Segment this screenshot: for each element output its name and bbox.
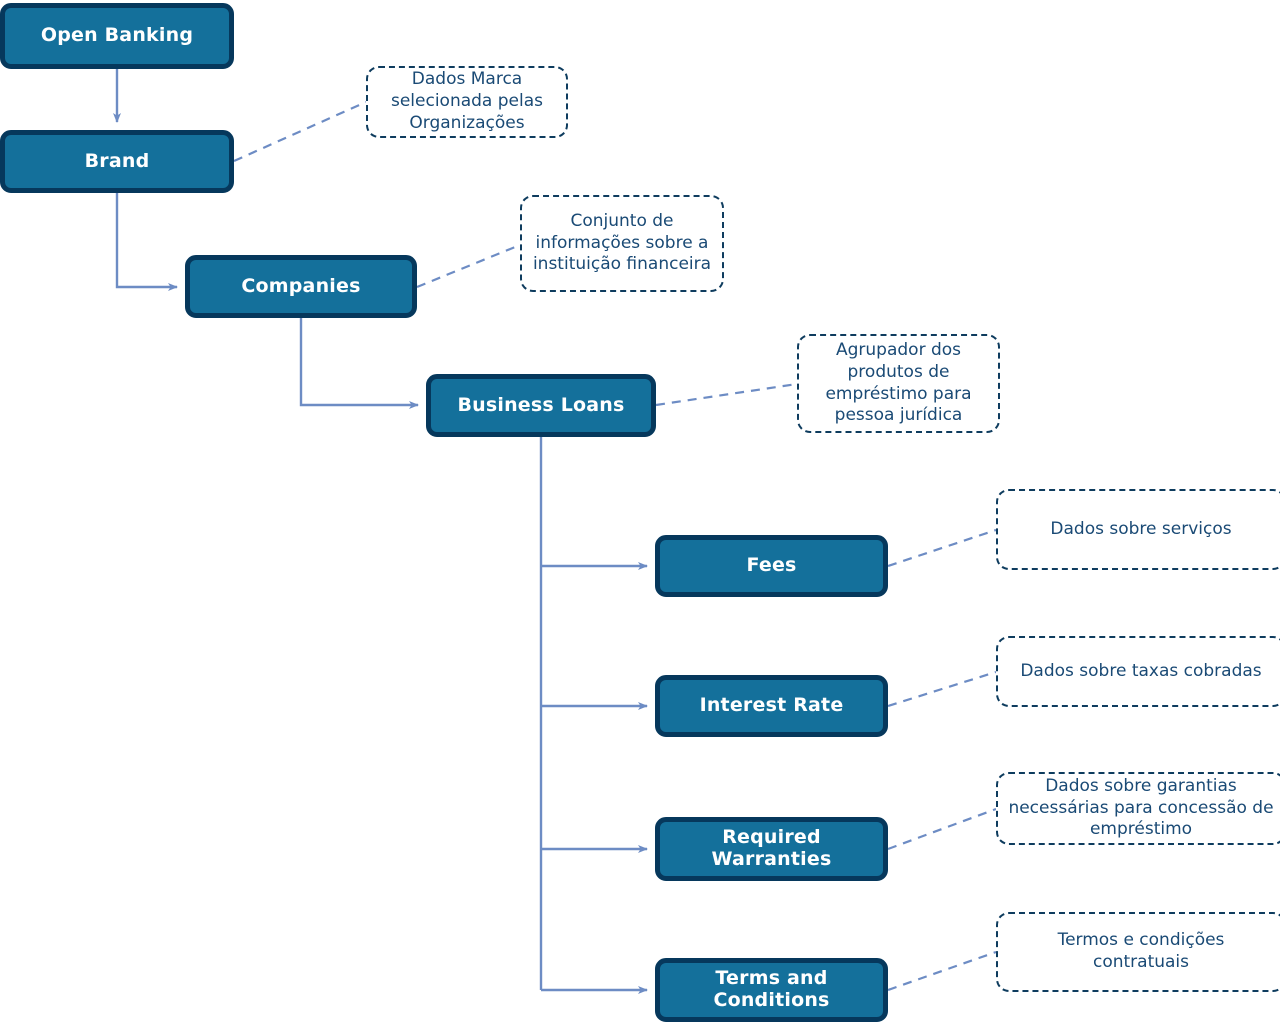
node-label: Fees bbox=[746, 554, 797, 577]
edge-companies-business-loans bbox=[299, 318, 419, 409]
node-label: Companies bbox=[241, 274, 361, 297]
node-label: Business Loans bbox=[457, 393, 625, 416]
node-interest-rate[interactable]: Interest Rate bbox=[655, 675, 888, 737]
edge-brand-note bbox=[233, 100, 367, 163]
node-label: Required Warranties bbox=[711, 826, 832, 870]
edge-brand-companies bbox=[115, 193, 178, 291]
callout-label: Dados sobre garantias necessárias para c… bbox=[1008, 775, 1274, 840]
edge-required-warranties-note bbox=[887, 807, 997, 851]
node-label: Interest Rate bbox=[699, 694, 844, 717]
callout-companies: Conjunto de informações sobre a institui… bbox=[520, 195, 724, 292]
node-required-warranties[interactable]: Required Warranties bbox=[655, 817, 888, 881]
node-brand[interactable]: Brand bbox=[0, 130, 234, 193]
node-label: Brand bbox=[84, 149, 150, 172]
callout-terms: Termos e condições contratuais bbox=[996, 912, 1280, 992]
callout-label: Agrupador dos produtos de empréstimo par… bbox=[825, 340, 972, 426]
node-companies[interactable]: Companies bbox=[185, 255, 417, 318]
edge-business-loans-note bbox=[655, 382, 798, 407]
callout-label: Termos e condições contratuais bbox=[1057, 930, 1225, 972]
node-open-banking[interactable]: Open Banking bbox=[0, 3, 234, 69]
callout-label: Dados Marca selecionada pelas Organizaçõ… bbox=[390, 69, 544, 133]
edge-fees-note bbox=[887, 528, 997, 568]
node-label: Terms and Conditions bbox=[713, 967, 830, 1011]
edge-companies-note bbox=[416, 243, 521, 289]
callout-business-loans: Agrupador dos produtos de empréstimo par… bbox=[797, 334, 1000, 433]
node-business-loans[interactable]: Business Loans bbox=[426, 374, 656, 437]
edge-terms-note bbox=[887, 950, 997, 992]
node-fees[interactable]: Fees bbox=[655, 535, 888, 597]
node-label: Open Banking bbox=[40, 24, 194, 47]
callout-interest-rate: Dados sobre taxas cobradas bbox=[996, 636, 1280, 707]
callout-label: Dados sobre serviços bbox=[1050, 518, 1232, 539]
callout-label: Conjunto de informações sobre a institui… bbox=[532, 210, 712, 275]
node-terms-and-conditions[interactable]: Terms and Conditions bbox=[655, 958, 888, 1022]
callout-label: Dados sobre taxas cobradas bbox=[1020, 660, 1262, 681]
edge-interest-rate-note bbox=[887, 670, 997, 708]
callout-brand: Dados Marca selecionada pelas Organizaçõ… bbox=[366, 66, 568, 138]
callout-fees: Dados sobre serviços bbox=[996, 489, 1280, 570]
callout-required-warranties: Dados sobre garantias necessárias para c… bbox=[996, 772, 1280, 845]
